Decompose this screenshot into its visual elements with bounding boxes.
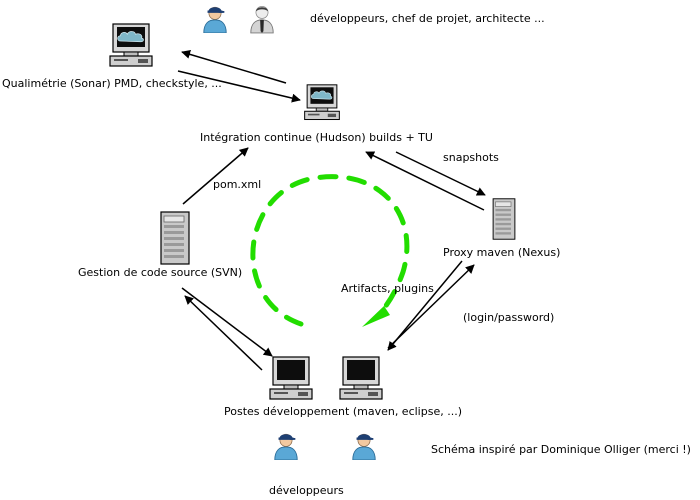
- developer-right-icon: [352, 433, 376, 460]
- proxy-server-icon: [492, 198, 516, 240]
- scm-server-icon: [160, 211, 190, 265]
- login-label: (login/password): [463, 311, 555, 324]
- scm-label: Gestion de code source (SVN): [78, 266, 243, 279]
- artifacts-label: Artifacts, plugins: [341, 282, 434, 295]
- arrow-ci-to-proxy: [395, 151, 486, 196]
- workstations-label: Postes développement (maven, eclipse, ..…: [224, 405, 462, 418]
- person-cap-icon: [203, 6, 227, 33]
- roles-label: développeurs, chef de projet, architecte…: [310, 12, 545, 25]
- arrow-quality-to-ci: [177, 70, 301, 103]
- ci-computer-icon: [304, 84, 340, 121]
- arrow-workstations-to-proxy: [387, 264, 475, 349]
- arrow-scm-to-workstations: [181, 287, 273, 357]
- arrow-scm-to-ci: [182, 147, 249, 205]
- arrow-workstations-to-scm: [184, 295, 263, 371]
- quality-computer-icon: [109, 23, 153, 67]
- developers-label: développeurs: [269, 484, 344, 497]
- arrow-ci-to-quality: [181, 50, 287, 84]
- workstation-left-icon: [269, 356, 313, 400]
- build-cycle-arrowhead: [362, 306, 390, 327]
- person-tie-icon: [250, 5, 274, 34]
- snapshots-label: snapshots: [443, 151, 499, 164]
- ci-label: Intégration continue (Hudson) builds + T…: [200, 131, 433, 144]
- pom-label: pom.xml: [213, 178, 262, 191]
- arrow-proxy-to-workstations: [387, 260, 463, 351]
- arrow-proxy-to-ci: [365, 151, 485, 211]
- quality-label: Qualimétrie (Sonar) PMD, checkstyle, ...: [2, 77, 222, 90]
- credit-label: Schéma inspiré par Dominique Olliger (me…: [431, 443, 691, 456]
- build-cycle-dashed-path: [250, 174, 410, 327]
- workstation-right-icon: [339, 356, 383, 400]
- proxy-label: Proxy maven (Nexus): [443, 246, 561, 259]
- developer-left-icon: [274, 433, 298, 460]
